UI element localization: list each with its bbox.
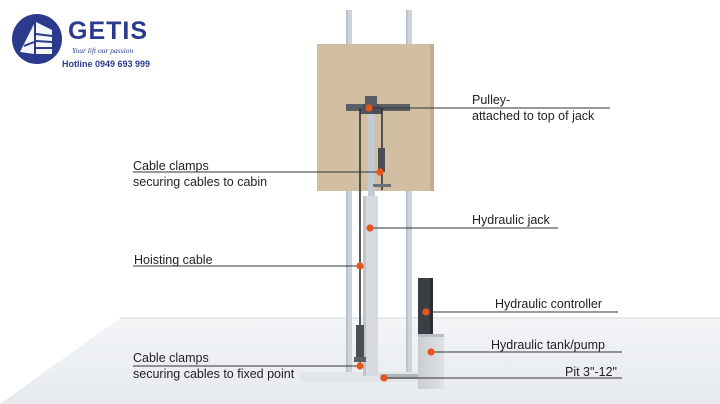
- cabin: [317, 44, 434, 191]
- label-cable-clamps-fixed-line2: securing cables to fixed point: [133, 367, 295, 381]
- label-pulley-line2: attached to top of jack: [472, 109, 595, 123]
- label-hydraulic-controller: Hydraulic controller: [495, 297, 602, 311]
- hydraulic-controller-front: [430, 278, 433, 334]
- label-pulley-line1: Pulley-: [472, 93, 511, 107]
- hydraulic-tank-top: [418, 334, 444, 337]
- brand-slogan: Your lift our passion: [72, 46, 134, 55]
- cabin-side-shade: [430, 44, 434, 191]
- marker-hoisting-cable: [356, 262, 364, 270]
- brand-logo: GETIS Your lift our passion Hotline 0949…: [6, 8, 196, 70]
- brand-hotline: Hotline 0949 693 999: [62, 59, 151, 69]
- marker-hydraulic-jack: [366, 224, 374, 232]
- hydraulic-controller-body: [418, 278, 433, 334]
- label-hoisting-cable: Hoisting cable: [134, 253, 213, 267]
- pit-pipe: [380, 374, 420, 379]
- label-cable-clamps-fixed-line1: Cable clamps: [133, 351, 209, 365]
- building-logo-icon: [12, 14, 62, 64]
- label-cable-clamps-fixed: Cable clamps securing cables to fixed po…: [133, 350, 294, 382]
- upper-clamp-hanger: [373, 184, 391, 187]
- brand-name: GETIS: [68, 17, 149, 45]
- hydraulic-tank-body: [418, 334, 444, 389]
- label-hydraulic-tank-pump: Hydraulic tank/pump: [491, 338, 605, 352]
- label-hydraulic-jack: Hydraulic jack: [472, 213, 550, 227]
- marker-pulley: [365, 104, 373, 112]
- label-cable-clamps-cabin-line1: Cable clamps: [133, 159, 209, 173]
- marker-pit: [380, 374, 388, 382]
- label-pit: Pit 3"-12": [565, 365, 617, 379]
- jack-cylinder-shade: [363, 196, 366, 376]
- marker-cable-clamps-cabin: [376, 168, 384, 176]
- lower-clamp-mount: [354, 357, 366, 362]
- label-cable-clamps-cabin: Cable clamps securing cables to cabin: [133, 158, 267, 190]
- marker-hydraulic-tank: [427, 348, 435, 356]
- jack-cylinder: [363, 196, 378, 376]
- marker-cable-clamps-fixed: [356, 362, 364, 370]
- upper-clamp: [378, 148, 385, 172]
- label-pulley: Pulley- attached to top of jack: [472, 92, 594, 124]
- label-cable-clamps-cabin-line2: securing cables to cabin: [133, 175, 268, 189]
- jack-piston: [368, 106, 375, 196]
- pulley-yoke: [365, 96, 377, 106]
- lower-clamp: [356, 325, 364, 357]
- marker-hydraulic-controller: [422, 308, 430, 316]
